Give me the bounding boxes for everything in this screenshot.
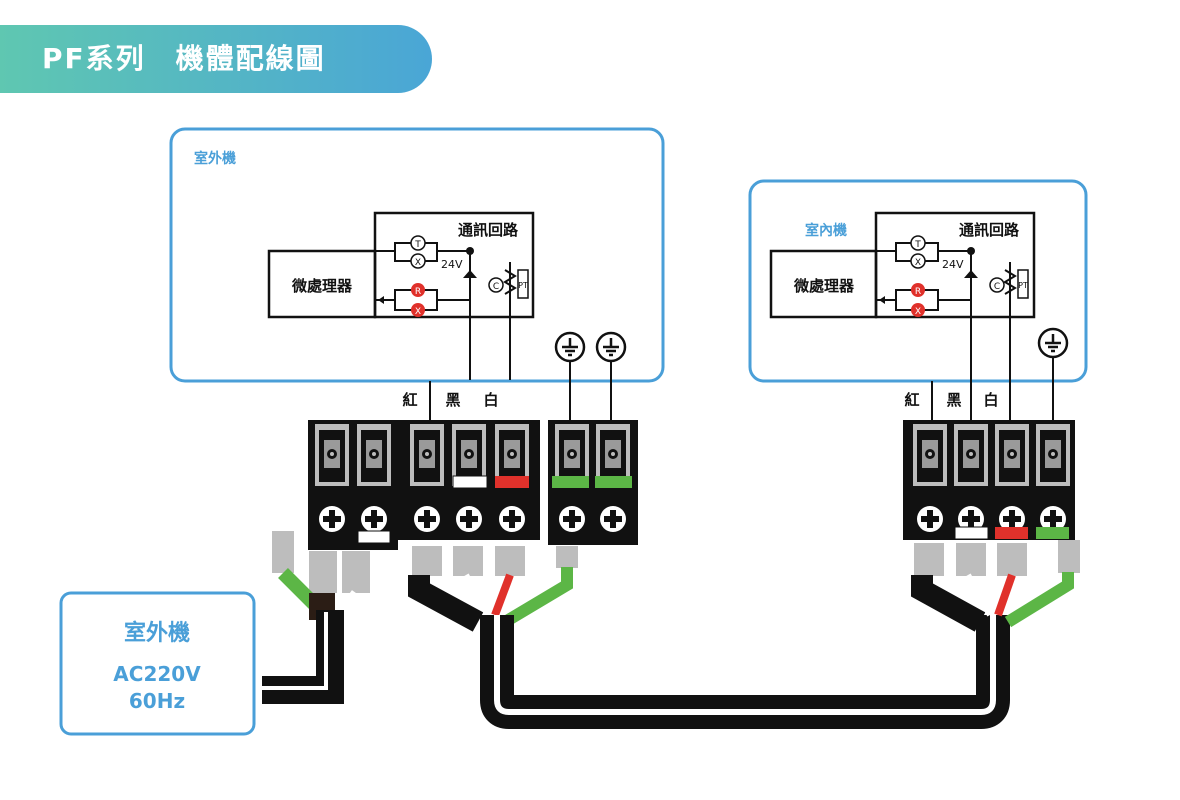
wire-label-black-indoor: 黑	[946, 391, 961, 409]
svg-text:PT: PT	[1018, 281, 1028, 290]
microprocessor-label-outdoor: 微處理器	[291, 277, 353, 295]
microprocessor-label-indoor: 微處理器	[793, 277, 855, 295]
microprocessor-box-outdoor	[267, 249, 377, 319]
wire-label-black-outdoor: 黑	[445, 391, 460, 409]
svg-text:X: X	[915, 258, 921, 268]
t-component-icon	[410, 235, 426, 251]
svg-text:X: X	[415, 307, 421, 317]
svg-text:R: R	[415, 287, 421, 297]
r-component-icon	[411, 283, 425, 297]
outdoor-terminal-block-ground	[548, 420, 638, 545]
pt-coil-icon	[503, 269, 517, 295]
comm-circuit-indoor: 微處理器 室內機 通訊回路 T X R X 24V C PT	[769, 211, 1036, 420]
wire-label-white-outdoor: 白	[483, 391, 498, 409]
svg-text:T: T	[414, 240, 421, 250]
comm-circuit-label-outdoor: 通訊回路	[458, 221, 519, 239]
voltage-label-outdoor: 24V	[441, 258, 463, 271]
comm-circuit-label-indoor: 通訊回路	[959, 221, 1020, 239]
svg-text:C: C	[493, 282, 499, 292]
power-source-box	[59, 591, 256, 736]
indoor-unit-label: 室內機	[805, 222, 847, 239]
x-component-icon	[410, 253, 426, 269]
x2-component-icon	[411, 303, 425, 317]
power-source-label: 室外機	[124, 620, 190, 646]
svg-text:24V: 24V	[942, 258, 964, 271]
wire-label-red-indoor: 紅	[904, 391, 919, 409]
svg-text:C: C	[994, 282, 1000, 292]
svg-text:X: X	[915, 307, 921, 317]
outdoor-unit-box	[169, 127, 665, 383]
interconnect-cable	[480, 615, 1010, 729]
comm-circuit-outdoor: 微處理器 通訊回路 T X R X 24V C PT	[267, 211, 535, 380]
ground-icon-indoor	[1037, 327, 1069, 359]
c-component-icon	[488, 277, 504, 293]
ground-icon-outdoor-2	[595, 331, 627, 363]
page-title: PF系列 機體配線圖	[42, 42, 326, 75]
microprocessor-box-indoor	[769, 249, 878, 319]
outdoor-terminal-block-signal	[398, 420, 540, 540]
title-banner: PF系列 機體配線圖	[0, 25, 432, 93]
svg-text:X: X	[415, 258, 421, 268]
power-voltage: AC220V	[113, 662, 201, 686]
power-frequency: 60Hz	[129, 689, 185, 713]
outdoor-unit-label: 室外機	[194, 150, 236, 167]
ground-icon-outdoor-1	[554, 331, 586, 363]
indoor-unit-box	[748, 179, 1088, 383]
wire-label-red-outdoor: 紅	[402, 391, 417, 409]
pt-box	[517, 269, 529, 299]
outdoor-terminal-block-power	[308, 420, 398, 550]
svg-text:T: T	[914, 240, 921, 250]
indoor-terminal-block	[903, 420, 1075, 540]
svg-text:PT: PT	[518, 281, 528, 290]
wire-label-white-indoor: 白	[983, 391, 998, 409]
svg-text:R: R	[915, 287, 921, 297]
